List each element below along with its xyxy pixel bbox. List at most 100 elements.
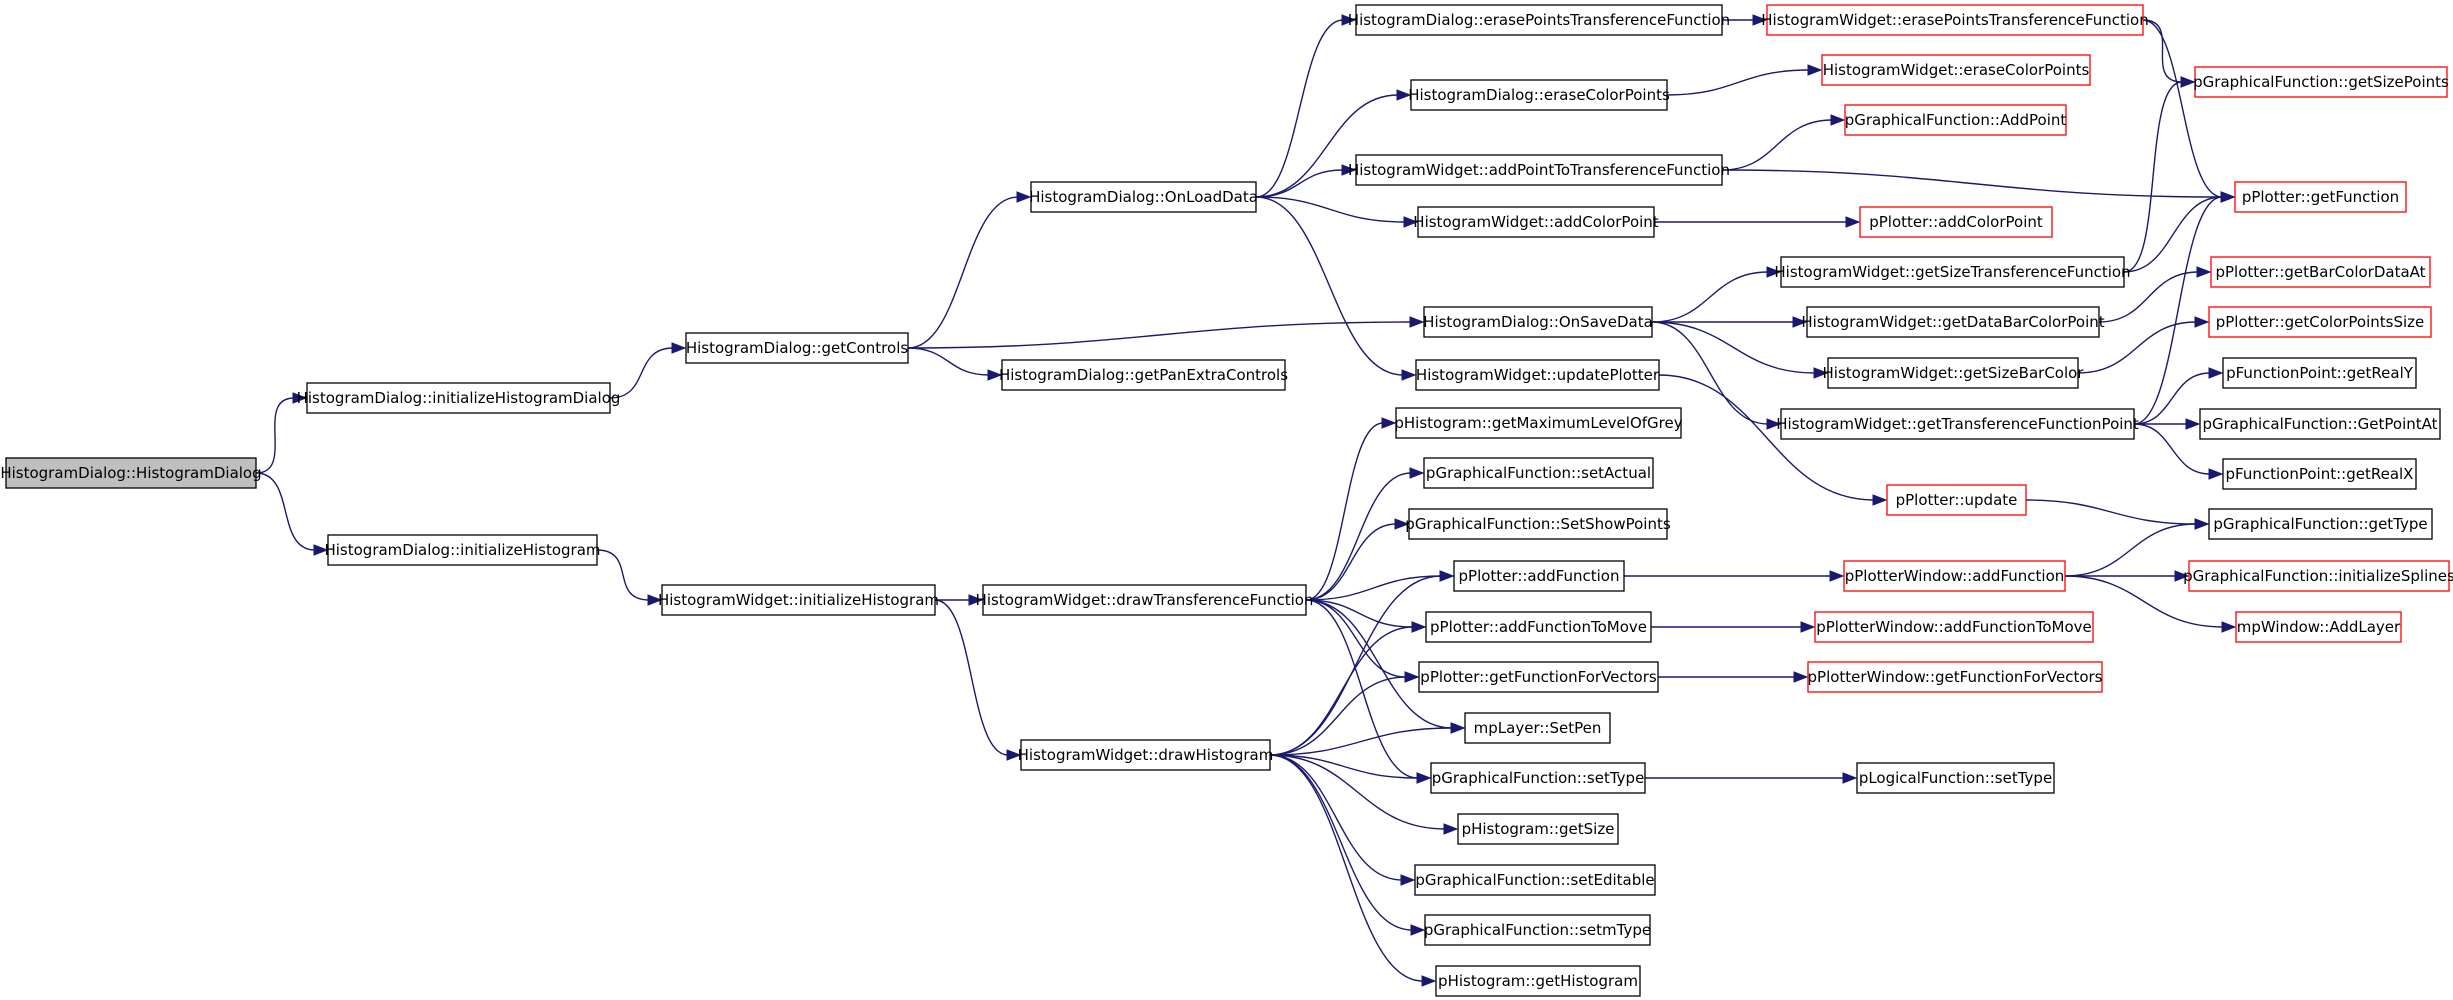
graph-node-init-h[interactable]: HistogramDialog::initializeHistogram: [324, 534, 601, 566]
graph-node-hd-erase-ptf[interactable]: HistogramDialog::erasePointsTransference…: [1348, 4, 1730, 36]
graph-node-ppw-add-ftm[interactable]: pPlotterWindow::addFunctionToMove: [1814, 611, 2094, 643]
call-edge: [2077, 316, 2210, 374]
call-edge: [1255, 164, 1357, 198]
graph-node-ppw-add-func[interactable]: pPlotterWindow::addFunction: [1843, 560, 2066, 592]
call-edge: [1305, 599, 1420, 683]
graph-node-hw-add-pttf[interactable]: HistogramWidget::addPointToTransferenceF…: [1348, 154, 1730, 186]
graph-node-pgf-get-size-points[interactable]: pGraphicalFunction::getSizePoints: [2193, 66, 2449, 98]
edge-line: [1269, 754, 1419, 779]
node-label: pPlotter::getFunctionForVectors: [1420, 668, 1657, 686]
edge-arrowhead: [1409, 316, 1425, 328]
graph-node-hw-erase-ptf[interactable]: HistogramWidget::erasePointsTransference…: [1761, 4, 2149, 36]
graph-node-pp-get-function[interactable]: pPlotter::getFunction: [2234, 181, 2407, 213]
edge-arrowhead: [1381, 417, 1397, 429]
edge-arrowhead: [1394, 518, 1410, 530]
graph-node-mpw-add-layer[interactable]: mpWindow::AddLayer: [2235, 611, 2402, 643]
graph-node-pp-get-color-points-size[interactable]: pPlotter::getColorPointsSize: [2208, 306, 2432, 338]
graph-node-hw-add-cp[interactable]: HistogramWidget::addColorPoint: [1413, 206, 1659, 238]
call-edge: [596, 549, 663, 606]
graph-node-pgf-set-actual[interactable]: pGraphicalFunction::setActual: [1423, 457, 1654, 489]
node-box: [2208, 508, 2433, 540]
edge-arrowhead: [1401, 369, 1417, 381]
graph-node-draw-tf[interactable]: HistogramWidget::drawTransferenceFunctio…: [976, 584, 1314, 616]
node-box: [1821, 54, 2091, 86]
edge-arrowhead: [2174, 570, 2190, 582]
edge-arrowhead: [1792, 316, 1808, 328]
call-edge: [609, 342, 687, 399]
graph-node-on-save[interactable]: HistogramDialog::OnSaveData: [1423, 306, 1653, 338]
graph-node-get-controls[interactable]: HistogramDialog::getControls: [685, 332, 909, 364]
graph-node-on-load[interactable]: HistogramDialog::OnLoadData: [1029, 181, 1258, 213]
graph-node-ppw-get-ffv[interactable]: pPlotterWindow::getFunctionForVectors: [1807, 661, 2103, 693]
edge-line: [609, 347, 674, 399]
graph-node-pgf-set-type[interactable]: pGraphicalFunction::setType: [1430, 762, 1646, 794]
graph-node-pgf-get-type[interactable]: pGraphicalFunction::getType: [2208, 508, 2433, 540]
node-box: [1766, 4, 2144, 36]
graph-node-pp-add-func[interactable]: pPlotter::addFunction: [1453, 560, 1625, 592]
graph-node-pp-add-ftm[interactable]: pPlotter::addFunctionToMove: [1425, 611, 1652, 643]
graph-node-pgf-init-splines[interactable]: pGraphicalFunction::initializeSplines: [2183, 560, 2453, 592]
graph-node-init-hd[interactable]: HistogramDialog::initializeHistogramDial…: [297, 382, 621, 414]
graph-node-hd-erase-cp[interactable]: HistogramDialog::eraseColorPoints: [1408, 79, 1670, 111]
node-box: [1425, 611, 1652, 643]
node-box: [2222, 458, 2417, 490]
edge-arrowhead: [671, 342, 687, 354]
graph-node-pfp-get-real-x[interactable]: pFunctionPoint::getRealX: [2222, 458, 2417, 490]
graph-node-ph-get-size[interactable]: pHistogram::getSize: [1457, 813, 1619, 845]
node-box: [982, 584, 1307, 616]
graph-node-hw-get-dbcp[interactable]: HistogramWidget::getDataBarColorPoint: [1801, 306, 2105, 338]
graph-node-draw-h[interactable]: HistogramWidget::drawHistogram: [1018, 739, 1274, 771]
graph-node-hw-init-h[interactable]: HistogramWidget::initializeHistogram: [658, 584, 939, 616]
node-label: pGraphicalFunction::setEditable: [1415, 871, 1654, 889]
graph-node-ph-get-hist[interactable]: pHistogram::getHistogram: [1435, 965, 1641, 997]
node-box: [1780, 256, 2125, 288]
node-box: [1457, 813, 1619, 845]
node-box: [2222, 357, 2417, 389]
node-box: [1030, 181, 1257, 213]
node-label: pPlotterWindow::addFunction: [1845, 567, 2065, 585]
node-label: pGraphicalFunction::setmType: [1424, 921, 1651, 939]
node-label: HistogramWidget::getDataBarColorPoint: [1801, 313, 2104, 331]
graph-node-hw-erase-cp[interactable]: HistogramWidget::eraseColorPoints: [1821, 54, 2091, 86]
graph-node-mp-set-pen[interactable]: mpLayer::SetPen: [1464, 712, 1611, 744]
edge-line: [2142, 19, 2183, 83]
node-label: HistogramWidget::initializeHistogram: [658, 591, 939, 609]
graph-node-pgf-setm-type[interactable]: pGraphicalFunction::setmType: [1424, 914, 1651, 946]
node-label: HistogramWidget::drawHistogram: [1018, 746, 1274, 764]
edge-arrowhead: [1016, 191, 1032, 203]
graph-node-hw-get-tfp[interactable]: HistogramWidget::getTransferenceFunction…: [1776, 408, 2139, 440]
graph-node-pp-get-bar-color-data-at[interactable]: pPlotter::getBarColorDataAt: [2210, 256, 2431, 288]
node-box: [1435, 965, 1641, 997]
node-label: HistogramWidget::addColorPoint: [1413, 213, 1659, 231]
node-box: [1418, 661, 1659, 693]
call-edge: [1651, 621, 1816, 633]
call-edge: [1255, 196, 1419, 228]
node-label: HistogramWidget::addPointToTransferenceF…: [1348, 161, 1730, 179]
nodes-layer: HistogramDialog::HistogramDialogHistogra…: [0, 4, 2453, 997]
graph-node-pgf-set-show[interactable]: pGraphicalFunction::SetShowPoints: [1405, 508, 1671, 540]
node-label: pLogicalFunction::setType: [1859, 769, 2052, 787]
graph-node-pgf-set-editable[interactable]: pGraphicalFunction::setEditable: [1414, 864, 1656, 896]
call-edge: [1305, 417, 1397, 601]
graph-node-hw-get-size-tf[interactable]: HistogramWidget::getSizeTransferenceFunc…: [1774, 256, 2131, 288]
edge-line: [1305, 575, 1442, 601]
graph-node-get-pan[interactable]: HistogramDialog::getPanExtraControls: [999, 359, 1288, 391]
graph-node-plf-set-type[interactable]: pLogicalFunction::setType: [1856, 762, 2055, 794]
edge-arrowhead: [1421, 975, 1437, 987]
graph-node-pgf-add-point[interactable]: pGraphicalFunction::AddPoint: [1844, 104, 2067, 136]
node-box: [2188, 560, 2450, 592]
node-label: mpWindow::AddLayer: [2237, 618, 2401, 636]
edge-arrowhead: [1766, 266, 1782, 278]
graph-node-root[interactable]: HistogramDialog::HistogramDialog: [0, 457, 262, 489]
graph-node-hw-update-plotter[interactable]: HistogramWidget::updatePlotter: [1415, 359, 1660, 391]
graph-node-hw-get-size-bc[interactable]: HistogramWidget::getSizeBarColor: [1823, 357, 2085, 389]
call-edge: [1269, 754, 1459, 835]
graph-node-pp-add-cp[interactable]: pPlotter::addColorPoint: [1859, 206, 2053, 238]
call-edge: [1645, 772, 1858, 784]
graph-node-pfp-get-real-y[interactable]: pFunctionPoint::getRealY: [2222, 357, 2417, 389]
graph-node-ph-max-grey[interactable]: pHistogram::getMaximumLevelOfGrey: [1394, 407, 1683, 439]
edge-line: [1305, 599, 1419, 779]
graph-node-pp-get-ffv[interactable]: pPlotter::getFunctionForVectors: [1418, 661, 1659, 693]
graph-node-pgf-get-point-at[interactable]: pGraphicalFunction::GetPointAt: [2199, 408, 2441, 440]
graph-node-pp-update[interactable]: pPlotter::update: [1886, 484, 2027, 516]
